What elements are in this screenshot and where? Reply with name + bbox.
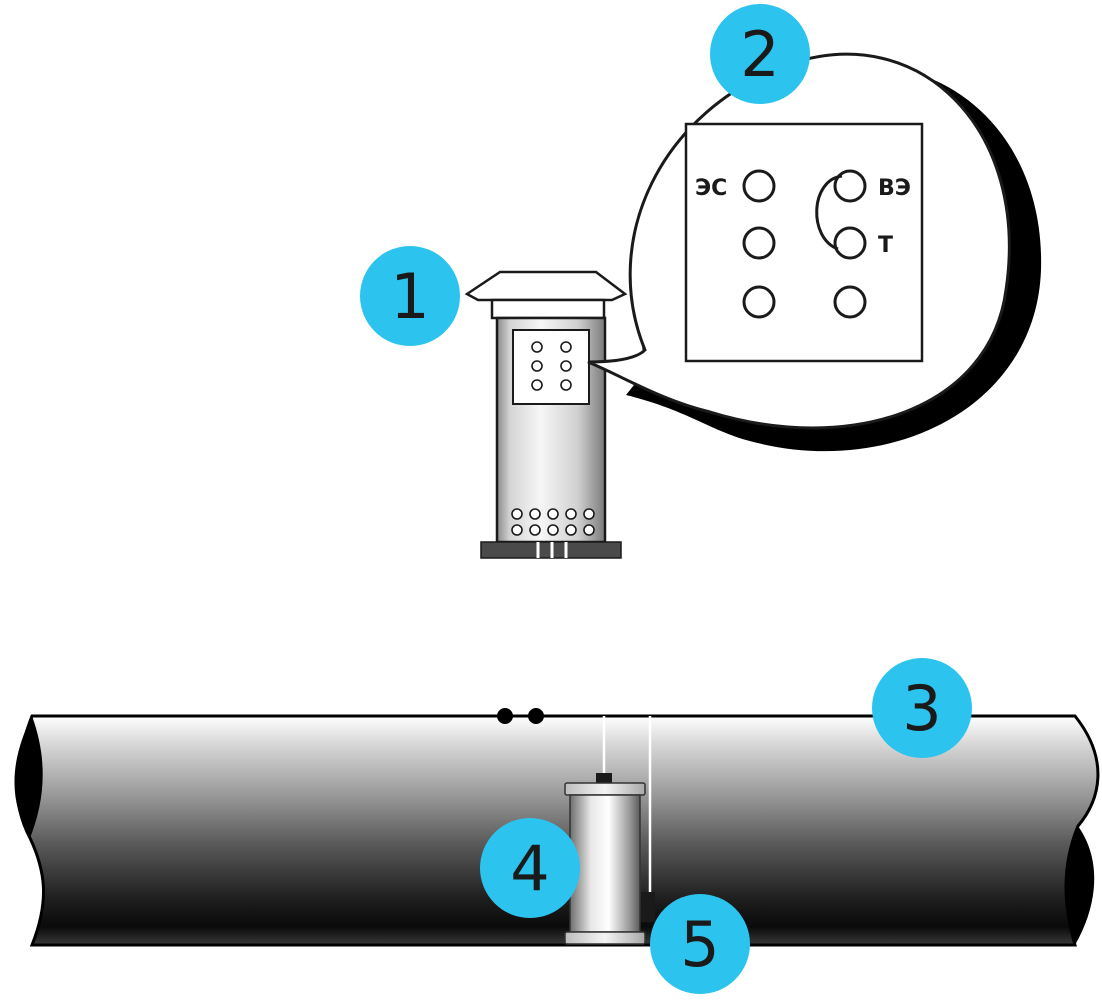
terminal-jumper — [815, 174, 843, 251]
badge-label: 2 — [740, 18, 779, 91]
badge-label: 5 — [680, 908, 719, 981]
cable-connector — [641, 892, 655, 922]
label-ve: ВЭ — [878, 176, 911, 201]
pipe-right-end — [1064, 826, 1095, 945]
callout-panel — [684, 122, 924, 363]
electrode-top-flange — [564, 782, 646, 796]
number-badge-3: 3 — [872, 658, 972, 758]
electrode-bottom-flange — [564, 931, 646, 945]
terminal-right-bottom — [833, 285, 867, 319]
terminal-es — [742, 169, 776, 203]
weld-point — [528, 708, 544, 724]
reference-electrode — [564, 773, 646, 945]
badge-label: 1 — [390, 260, 429, 333]
weld-point — [497, 708, 513, 724]
post-roof — [464, 270, 628, 302]
number-badge-1: 1 — [360, 246, 460, 346]
pipe-left-end — [14, 716, 43, 838]
post-vent-holes — [511, 508, 595, 536]
terminal-left-bottom — [742, 285, 776, 319]
post-panel-terminals — [531, 341, 572, 391]
terminal-left-middle — [742, 226, 776, 260]
number-badge-5: 5 — [650, 894, 750, 994]
electrode-top-knob — [596, 773, 612, 785]
number-badge-2: 2 — [710, 4, 810, 104]
badge-label: 4 — [510, 832, 549, 905]
number-badge-4: 4 — [480, 818, 580, 918]
control-measurement-post — [464, 270, 628, 559]
terminal-t — [833, 226, 867, 260]
post-roof-base — [490, 298, 606, 320]
terminal-ve — [833, 169, 867, 203]
post-terminal-panel — [512, 329, 590, 405]
electrode-body — [569, 794, 641, 933]
label-es: ЭС — [695, 176, 727, 201]
badge-label: 3 — [902, 672, 941, 745]
callout-terminals — [742, 169, 867, 319]
label-t: Т — [878, 233, 893, 258]
terminal-panel-callout: ЭС ВЭ Т — [587, 52, 1042, 452]
